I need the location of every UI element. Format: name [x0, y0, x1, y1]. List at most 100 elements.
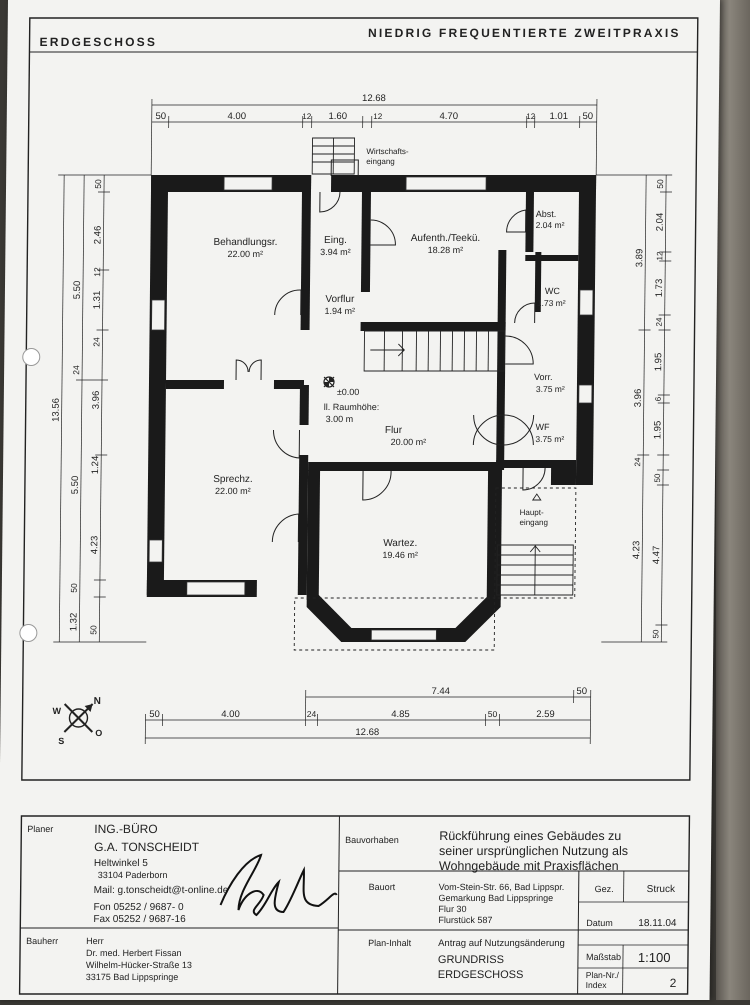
inhalt-label: Plan-Inhalt — [368, 938, 412, 948]
service-entrance-label-1: Wirtschafts- — [366, 147, 409, 156]
dim-bottom-seg: 50 — [488, 709, 498, 719]
bauort-line-1: Vom-Stein-Str. 66, Bad Lippspr. — [439, 882, 565, 892]
bauherr-line-4: 33175 Bad Lippspringe — [86, 972, 179, 982]
title-block-meta: Gez. Struck Datum 18.11.04 Maßstab 1:100… — [586, 884, 678, 990]
punch-hole-bottom — [19, 624, 37, 642]
room-name-vorraum: Vorr. — [534, 372, 553, 382]
room-area-sprechzimmer: 22.00 m² — [215, 486, 251, 496]
gez-label: Gez. — [595, 884, 614, 894]
dim-right-b: 6 — [654, 396, 663, 401]
room-name-wf: WF — [535, 422, 550, 432]
dim-top-total: 12.68 — [362, 93, 386, 104]
drawing-sheet: ERDGESCHOSS NIEDRIG FREQUENTIERTE ZWEITP… — [0, 0, 720, 1000]
room-area-abstell: 2.04 m² — [536, 220, 565, 230]
bauherr-line-1: Herr — [86, 936, 104, 946]
bauort-line-3: Flur 30 — [438, 904, 466, 914]
main-entrance-label-2: eingang — [519, 518, 548, 527]
plannr-value: 2 — [670, 976, 677, 990]
dim-right-a: 3.96 — [633, 389, 644, 407]
dim-right-b: 50 — [655, 179, 665, 189]
dim-left-b: 50 — [88, 625, 98, 635]
planer-fon: Fon 05252 / 9687- 0 — [93, 902, 184, 913]
floor-label: ERDGESCHOSS — [39, 35, 157, 49]
dim-left-c: 1.24 — [90, 456, 101, 474]
room-area-vorraum: 3.75 m² — [536, 384, 565, 394]
dim-left-total: 13.56 — [51, 398, 62, 422]
vorhaben-label: Bauvorhaben — [345, 835, 399, 845]
room-name-eingang: Eing. — [324, 235, 347, 246]
dim-left-a: 5.50 — [72, 281, 83, 299]
main-entrance-label-1: Haupt- — [520, 508, 544, 517]
dim-bottom-seg: 24 — [307, 709, 317, 719]
dim-bottom-mid-total: 7.44 — [431, 686, 450, 697]
dim-bottom-total: 12.68 — [355, 727, 379, 738]
dim-right-b: 1.73 — [654, 279, 665, 297]
dim-left-b: 4.23 — [89, 536, 100, 554]
background-edge — [716, 0, 750, 1000]
dim-left-c: 24 — [71, 365, 81, 375]
dim-bottom-seg: 50 — [149, 709, 160, 720]
bauherr-line-3: Wilhelm-Hücker-Straße 13 — [86, 960, 192, 970]
room-name-sprechzimmer: Sprechz. — [213, 474, 253, 485]
dim-bottom-mid-end: 50 — [576, 686, 587, 697]
dim-top-seg: 1.60 — [328, 111, 347, 122]
ceiling-height-label: ll. Raumhöhe: — [324, 402, 380, 412]
dim-left-b: 1.31 — [92, 291, 103, 309]
dim-right-b: 1.95 — [653, 353, 664, 371]
room-name-aufenthalt: Aufenth./Teekü. — [411, 233, 481, 244]
datum-value: 18.11.04 — [638, 918, 677, 929]
compass-rose: N O S W — [52, 696, 103, 746]
dim-right-a: 3.89 — [634, 249, 645, 267]
compass-w: W — [53, 706, 62, 716]
title-block-planer: Planer ING.-BÜRO G.A. TONSCHEIDT Heltwin… — [26, 822, 337, 925]
plannr-label-1: Plan-Nr./ — [586, 970, 620, 980]
room-area-vorflur: 1.94 m² — [324, 306, 355, 316]
dim-right-b: 4.47 — [651, 546, 662, 564]
room-name-vorflur: Vorflur — [325, 294, 355, 305]
dim-left-b: 1.32 — [68, 613, 79, 631]
room-name-wc: WC — [545, 286, 561, 296]
title-block-bauherr: Bauherr Herr Dr. med. Herbert Fissan Wil… — [26, 936, 193, 982]
room-name-wartezimmer: Wartez. — [383, 538, 417, 549]
dim-left-b: 12 — [92, 267, 102, 277]
dim-top-seg: 4.70 — [439, 111, 458, 122]
datum-label: Datum — [586, 918, 613, 928]
planer-name-2: G.A. TONSCHEIDT — [94, 840, 200, 854]
dim-left-b: 3.96 — [91, 391, 102, 409]
room-area-flur: 20.00 m² — [391, 437, 427, 447]
planer-street: Heltwinkel 5 — [94, 858, 148, 869]
dim-top-seg: 12 — [373, 112, 383, 121]
dim-top-seg: 12 — [302, 112, 312, 121]
dim-bottom-seg: 4.00 — [221, 709, 240, 720]
dim-top-seg: 4.00 — [227, 111, 246, 122]
signature — [220, 855, 337, 915]
dim-right-b: 12 — [655, 251, 664, 260]
room-area-behandlungsraum: 22.00 m² — [228, 249, 264, 259]
dim-right-b: 50 — [651, 629, 660, 638]
practice-label: NIEDRIG FREQUENTIERTE ZWEITPRAXIS — [368, 26, 681, 40]
inhalt-line-1: Antrag auf Nutzungsänderung — [438, 938, 565, 949]
dim-top-seg: 50 — [582, 111, 593, 122]
bauherr-line-2: Dr. med. Herbert Fissan — [86, 948, 182, 958]
level-value: ±0.00 — [337, 387, 360, 397]
level-marker — [324, 377, 334, 387]
compass-o: O — [95, 728, 102, 738]
dim-right-b: 1.95 — [652, 421, 663, 439]
dim-top-seg: 50 — [155, 111, 166, 122]
vorhaben-line-2: seiner ursprünglichen Nutzung als — [439, 844, 628, 858]
punch-hole-top — [22, 348, 40, 366]
bauort-label: Bauort — [369, 882, 396, 892]
dim-right-a: 4.23 — [631, 541, 642, 559]
dim-left-b: 50 — [93, 179, 103, 189]
planer-fax: Fax 05252 / 9687-16 — [93, 914, 186, 925]
dim-right-b: 50 — [653, 473, 662, 482]
dim-right-b: 24 — [655, 317, 664, 326]
dim-right-b: 2.04 — [655, 213, 666, 231]
room-labels: Behandlungsr. 22.00 m² Eing. 3.94 m² Auf… — [210, 209, 567, 560]
massstab-value: 1:100 — [638, 950, 671, 965]
compass-s: S — [58, 736, 64, 746]
plannr-label-2: Index — [586, 980, 608, 990]
dim-left-b: 50 — [69, 583, 79, 593]
inhalt-line-3: ERDGESCHOSS — [438, 969, 524, 981]
room-name-flur: Flur — [385, 425, 403, 436]
